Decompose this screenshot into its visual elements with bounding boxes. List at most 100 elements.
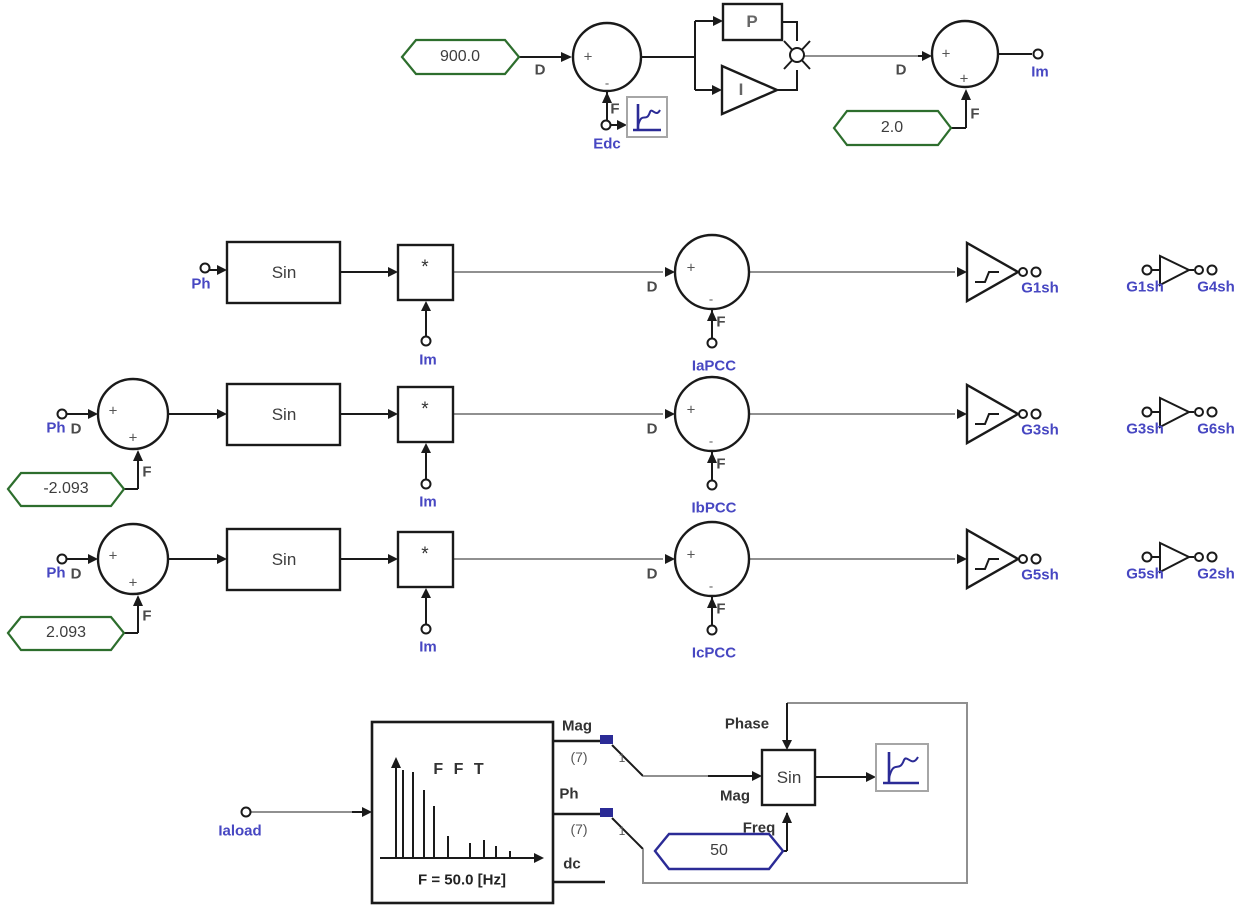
row-c-pcc-terminal[interactable] <box>706 624 718 636</box>
row-c-pcc-label: IcPCC <box>691 644 737 662</box>
pi-controller-block[interactable] <box>720 2 811 116</box>
row-b-offset-hexagon[interactable] <box>6 471 126 508</box>
row-a-pair-in-label: G1sh <box>1126 278 1164 296</box>
gain-hexagon-2[interactable] <box>832 109 953 147</box>
row-b-ph-label: Ph <box>46 419 66 437</box>
row-b-gate-label: G3sh <box>1021 421 1059 439</box>
port-d-label: D <box>646 420 658 438</box>
row-c-sin-block[interactable] <box>225 527 342 592</box>
row-a-comparator[interactable] <box>965 240 1042 304</box>
row-b-mult-label: * <box>421 399 429 420</box>
row-a-multiplier-block[interactable] <box>396 243 455 302</box>
osc-mag-port-label: Mag <box>720 787 750 805</box>
port-f-label: F <box>142 463 152 481</box>
row-b-ph-terminal[interactable] <box>56 408 68 420</box>
sum-minus-sign: - <box>708 433 714 449</box>
row-c-sin-label: Sin <box>271 550 297 569</box>
im-output-terminal[interactable] <box>1032 48 1044 60</box>
osc-freq-port-label: Freq <box>742 819 776 837</box>
fft-ph-tap-index: 1 <box>618 824 626 838</box>
row-a-gate-label: G1sh <box>1021 279 1059 297</box>
edc-terminal[interactable] <box>600 119 612 131</box>
row-c-multiplier-block[interactable] <box>396 530 455 589</box>
row-a-ph-label: Ph <box>191 275 211 293</box>
iaload-terminal-label: Iaload <box>218 822 262 840</box>
row-c-offset-summing[interactable] <box>96 522 170 596</box>
reference-value-label: 900.0 <box>439 48 481 65</box>
row-a-pair-out-label: G4sh <box>1197 278 1235 296</box>
row-b-inverter-pair[interactable] <box>1141 396 1218 429</box>
sum-plus-sign: + <box>583 48 593 66</box>
sum-plus-sign: + <box>108 402 118 420</box>
row-c-im-label: Im <box>419 638 437 656</box>
fft-title-label: F F T <box>433 761 487 778</box>
port-d-label: D <box>646 565 658 583</box>
row-b-sin-block[interactable] <box>225 382 342 447</box>
fft-ph-count-label: (7) <box>570 821 588 837</box>
im-terminal-label: Im <box>1031 63 1049 81</box>
scope-icon-edc[interactable] <box>626 96 668 138</box>
scope-icon-output[interactable] <box>875 743 929 792</box>
sum-plus-sign: + <box>108 547 118 565</box>
fft-ph-tap[interactable] <box>600 808 613 817</box>
osc-sin-label: Sin <box>776 768 802 787</box>
row-a-inverter-pair[interactable] <box>1141 254 1218 287</box>
sum-minus-sign: - <box>708 291 714 307</box>
row-a-pcc-terminal[interactable] <box>706 337 718 349</box>
row-c-ph-label: Ph <box>46 564 66 582</box>
row-c-ph-terminal[interactable] <box>56 553 68 565</box>
row-a-sin-block[interactable] <box>225 240 342 305</box>
row-a-sin-label: Sin <box>271 263 297 282</box>
iaload-terminal[interactable] <box>240 806 252 818</box>
fft-mag-tap[interactable] <box>600 735 613 744</box>
port-f-label: F <box>716 313 726 331</box>
sum-plus-sign: + <box>128 429 138 447</box>
row-c-summing-junction[interactable] <box>673 520 751 598</box>
row-a-ph-terminal[interactable] <box>199 262 211 274</box>
wires-layer <box>66 16 1032 884</box>
fft-ph-port-label: Ph <box>559 785 579 803</box>
freq-value-label: 50 <box>710 842 728 859</box>
summing-junction-dc[interactable] <box>571 21 643 93</box>
i-gain-label: I <box>738 80 744 99</box>
edc-terminal-label: Edc <box>593 135 621 153</box>
row-c-offset-value-label: 2.093 <box>45 624 87 641</box>
row-c-gate-label: G5sh <box>1021 566 1059 584</box>
fft-block[interactable] <box>370 720 555 905</box>
sin-oscillator-block[interactable] <box>760 748 817 807</box>
sum-plus-sign: + <box>686 259 696 277</box>
gain-value-label: 2.0 <box>880 119 904 136</box>
row-b-pcc-terminal[interactable] <box>706 479 718 491</box>
port-f-label: F <box>142 607 152 625</box>
fft-mag-tap-index: 1 <box>618 751 626 765</box>
row-b-multiplier-block[interactable] <box>396 385 455 444</box>
reference-hexagon-900[interactable] <box>400 38 521 76</box>
row-c-comparator[interactable] <box>965 527 1042 591</box>
row-b-im-label: Im <box>419 493 437 511</box>
row-b-comparator[interactable] <box>965 382 1042 446</box>
row-c-pair-out-label: G2sh <box>1197 565 1235 583</box>
row-c-pair-in-label: G5sh <box>1126 565 1164 583</box>
freq-hexagon-50[interactable] <box>653 832 785 871</box>
row-b-summing-junction[interactable] <box>673 375 751 453</box>
fft-dc-port-label: dc <box>563 855 581 873</box>
row-c-inverter-pair[interactable] <box>1141 541 1218 574</box>
row-b-offset-value-label: -2.093 <box>43 480 89 497</box>
port-f-label: F <box>970 105 980 123</box>
row-b-offset-summing[interactable] <box>96 377 170 451</box>
row-a-pcc-label: IaPCC <box>691 357 737 375</box>
fft-mag-count-label: (7) <box>570 749 588 765</box>
summing-junction-im[interactable] <box>930 19 1000 89</box>
row-a-im-terminal[interactable] <box>420 335 432 347</box>
row-c-mult-label: * <box>421 544 429 565</box>
row-c-offset-hexagon[interactable] <box>6 615 126 652</box>
osc-phase-port-label: Phase <box>724 715 770 733</box>
row-a-summing-junction[interactable] <box>673 233 751 311</box>
row-b-im-terminal[interactable] <box>420 478 432 490</box>
row-c-im-terminal[interactable] <box>420 623 432 635</box>
sum-plus-sign: + <box>686 401 696 419</box>
port-f-label: F <box>610 100 620 118</box>
row-b-pair-in-label: G3sh <box>1126 420 1164 438</box>
port-f-label: F <box>716 600 726 618</box>
